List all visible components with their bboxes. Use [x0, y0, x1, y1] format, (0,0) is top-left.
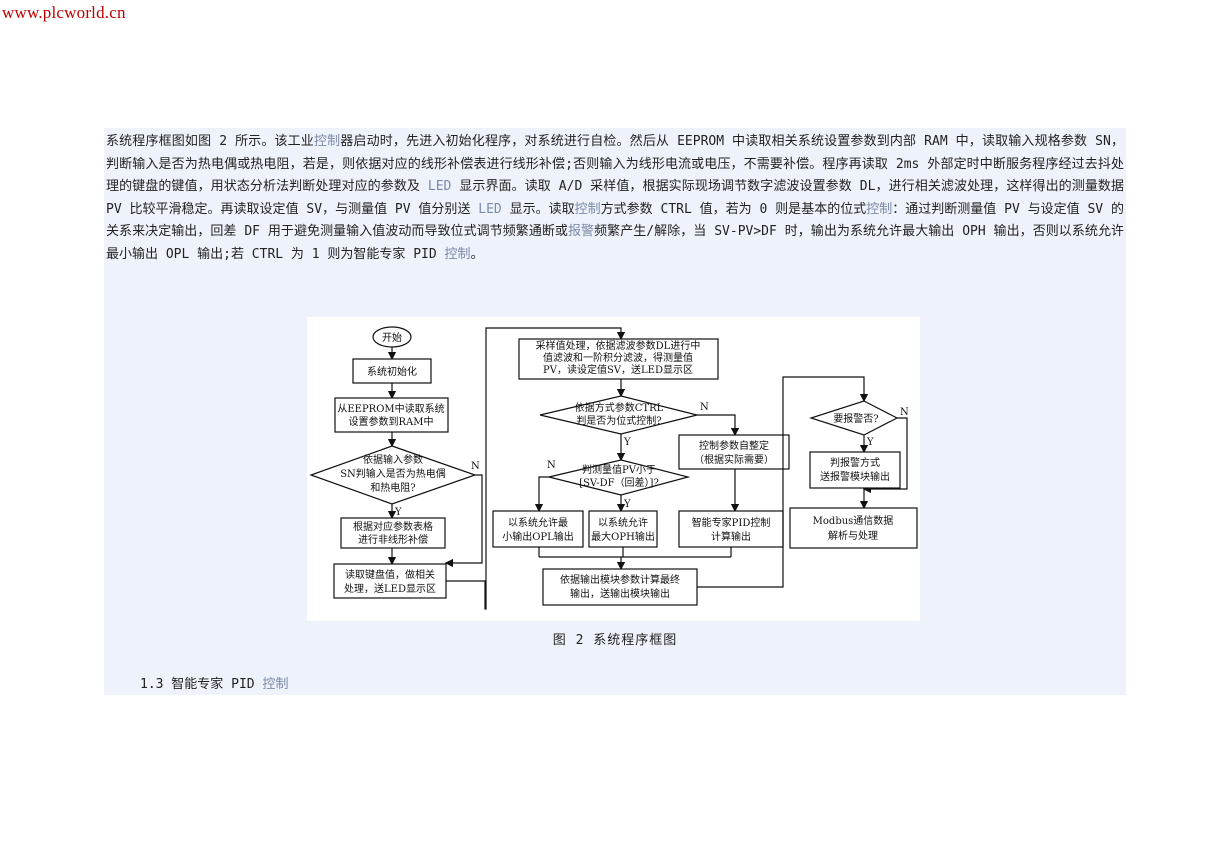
- oph-label: 以系统允许: [598, 516, 648, 529]
- site-watermark: www.plcworld.cn: [2, 3, 126, 22]
- keyboard-box: [333, 563, 447, 599]
- decision-label: [SV-DF（回差）]?: [579, 476, 659, 489]
- eeprom-label: 从EEPROM中读取系统: [337, 402, 444, 415]
- decision-label: 依据输入参数: [363, 453, 423, 466]
- output-module-box: [542, 568, 698, 606]
- keyword-link-control[interactable]: 控制: [444, 246, 471, 262]
- sampling-label: 值滤波和一阶积分滤波，得测量值: [543, 351, 693, 364]
- compensation-box: [340, 517, 446, 549]
- decision-label: 判是否为位式控制?: [576, 414, 661, 427]
- output-module-label: 输出，送输出模块输出: [570, 587, 670, 600]
- oph-label: 最大OPH输出: [591, 530, 655, 543]
- alarm-mode-box: [809, 451, 901, 489]
- modbus-label: 解析与处理: [828, 529, 878, 542]
- no-label: N: [700, 402, 709, 413]
- decision-label: 和热电阻?: [370, 481, 415, 494]
- opl-label: 小输出OPL输出: [502, 530, 574, 543]
- keyboard-label: 处理，送LED显示区: [344, 582, 436, 595]
- text-segment: 显示界面。读取 A/D 采样值，根据实际现场调节数字滤波设置参数 DL，进行相关…: [106, 179, 1124, 217]
- flowchart-figure: 开始 系统初始化 从EEPROM中读取系统 设置参数到RAM中 依据输入参数 S…: [307, 317, 920, 621]
- text-segment: 频繁产生/解除，当 SV-PV>DF 时，输出为系统允许最大输出 OPH 输出，…: [106, 224, 1124, 262]
- autotune-label: （根据实际需要）: [694, 453, 774, 466]
- keyword-link-led[interactable]: LED: [478, 201, 502, 217]
- keyword-link-control[interactable]: 控制: [866, 201, 893, 217]
- text-segment: 系统程序框图如图 2 所示。该工业: [106, 134, 314, 149]
- sampling-label: PV，读设定值SV，送LED显示区: [543, 363, 693, 376]
- keyword-link-control[interactable]: 控制: [313, 134, 341, 149]
- keyword-link-control[interactable]: 控制: [574, 201, 601, 217]
- text-segment: 方式参数 CTRL 值，若为 0 则是基本的位式: [600, 201, 867, 217]
- pid-label: 智能专家PID控制: [692, 516, 771, 529]
- text-segment: 显示。读取: [501, 201, 575, 217]
- yes-label: Y: [866, 437, 874, 448]
- eeprom-box: [334, 397, 449, 433]
- article-body: 系统程序框图如图 2 所示。该工业控制器启动时，先进入初始化程序，对系统进行自检…: [104, 128, 1126, 695]
- autotune-label: 控制参数自整定: [699, 439, 769, 452]
- compensation-label: 进行非线形补偿: [358, 533, 428, 546]
- sampling-box: [518, 338, 719, 380]
- opl-label: 以系统允许最: [508, 516, 568, 529]
- alarm-question: 要报警否?: [833, 412, 878, 425]
- keyword-link-led[interactable]: LED: [427, 179, 452, 194]
- keyword-link-alarm[interactable]: 报警: [567, 224, 595, 239]
- text-segment: ：通过判断测量值 PV 与设定值 SV 的关系来决定输出，回差 DF 用于避免测…: [106, 201, 1124, 240]
- decision-label: 依据方式参数CTRL: [575, 401, 664, 414]
- eeprom-label: 设置参数到RAM中: [349, 415, 434, 428]
- opl-output-box: [492, 510, 584, 548]
- decision-label: 判测量值PV小于: [582, 463, 656, 476]
- yes-label: Y: [623, 437, 631, 448]
- no-label: N: [547, 460, 556, 471]
- keyword-link-control[interactable]: 控制: [262, 677, 289, 692]
- no-label: N: [471, 461, 480, 472]
- section-heading: 1.3 智能专家 PID 控制: [140, 673, 288, 692]
- figure-caption: 图 2 系统程序框图: [552, 633, 678, 648]
- init-label: 系统初始化: [367, 365, 417, 378]
- keyboard-label: 读取键盘值，做相关: [345, 568, 435, 581]
- compensation-label: 根据对应参数表格: [353, 520, 433, 533]
- start-label: 开始: [382, 331, 402, 344]
- yes-label: Y: [394, 507, 402, 518]
- heading-text: 1.3 智能专家 PID: [140, 677, 263, 692]
- output-module-label: 依据输出模块参数计算最终: [560, 573, 680, 586]
- modbus-box: [789, 507, 918, 549]
- text-segment: 。: [470, 246, 484, 262]
- pid-label: 计算输出: [711, 530, 751, 543]
- sampling-label: 采样值处理，依据滤波参数DL进行中: [536, 339, 701, 352]
- alarm-mode-label: 送报警模块输出: [820, 470, 890, 483]
- pid-box: [678, 510, 784, 548]
- autotune-box: [678, 434, 790, 470]
- yes-label: Y: [623, 499, 631, 510]
- alarm-mode-label: 判报警方式: [830, 456, 880, 469]
- body-paragraph: 系统程序框图如图 2 所示。该工业控制器启动时，先进入初始化程序，对系统进行自检…: [106, 131, 1124, 266]
- flowchart-diagram: 开始 系统初始化 从EEPROM中读取系统 设置参数到RAM中 依据输入参数 S…: [309, 326, 918, 610]
- decision-label: SN判输入是否为热电偶: [340, 467, 446, 480]
- ctrl-mode-decision: [539, 395, 698, 435]
- no-label: N: [900, 407, 909, 418]
- modbus-label: Modbus通信数据: [813, 514, 894, 527]
- text-segment: 器启动时，先进入初始化程序，对系统进行自检。然后从 EEPROM 中读取相关系统…: [106, 134, 1124, 194]
- oph-output-box: [588, 510, 658, 548]
